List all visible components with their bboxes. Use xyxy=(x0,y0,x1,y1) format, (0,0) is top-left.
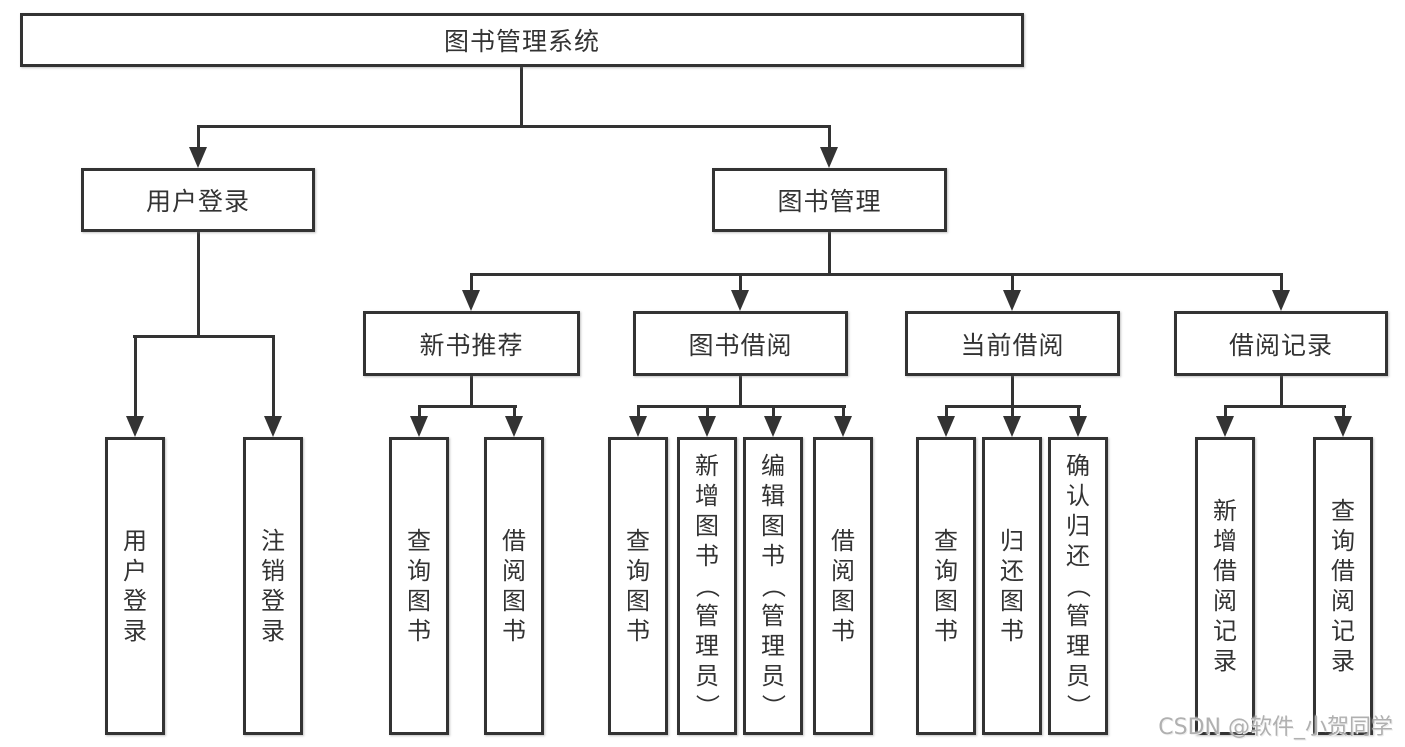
leaf-return-books: 归还图书 xyxy=(982,437,1042,735)
arrow-down-icon xyxy=(1334,416,1352,437)
connector-rail xyxy=(637,405,846,408)
connector-stub xyxy=(197,232,200,338)
node-user-login: 用户登录 xyxy=(81,168,315,232)
connector-stub xyxy=(470,376,473,408)
leaf-borrow-books-borrow: 借阅图书 xyxy=(813,437,873,735)
arrow-down-icon xyxy=(189,147,207,168)
arrow-down-icon xyxy=(1003,290,1021,311)
arrow-down-icon xyxy=(1216,416,1234,437)
leaf-user-login: 用户登录 xyxy=(105,437,165,735)
arrow-down-icon xyxy=(1069,416,1087,437)
connector-stub xyxy=(1011,376,1014,408)
csdn-watermark: CSDN @软件_小贺同学 xyxy=(1158,715,1393,740)
arrow-down-icon xyxy=(731,290,749,311)
node-library-management-system: 图书管理系统 xyxy=(20,13,1024,67)
arrow-down-icon xyxy=(410,416,428,437)
connector-stub xyxy=(828,125,831,151)
connector-stub xyxy=(513,405,516,419)
connector-stub xyxy=(637,405,640,419)
connector-stub xyxy=(1280,273,1283,295)
leaf-logout: 注销登录 xyxy=(243,437,303,735)
connector-rail xyxy=(1224,405,1346,408)
arrow-down-icon xyxy=(834,416,852,437)
connector-stub xyxy=(1342,405,1345,419)
connector-stub xyxy=(1011,405,1014,419)
connector-stub xyxy=(272,335,275,422)
arrow-down-icon xyxy=(820,147,838,168)
connector-level2-rail xyxy=(197,125,831,128)
leaf-borrow-books-newbooks: 借阅图书 xyxy=(484,437,544,735)
leaf-edit-books-admin: 编辑图书（管理员） xyxy=(743,437,803,735)
node-book-borrow: 图书借阅 xyxy=(633,311,848,376)
arrow-down-icon xyxy=(629,416,647,437)
node-current-borrow: 当前借阅 xyxy=(905,311,1120,376)
leaf-query-borrow-record: 查询借阅记录 xyxy=(1313,437,1373,735)
leaf-query-books-current: 查询图书 xyxy=(916,437,976,735)
connector-stub xyxy=(197,125,200,151)
connector-stub xyxy=(1011,273,1014,295)
arrow-down-icon xyxy=(764,416,782,437)
connector-rail xyxy=(133,335,275,338)
node-new-book-recommend: 新书推荐 xyxy=(363,311,580,376)
connector-stub xyxy=(739,376,742,408)
connector-root-stub xyxy=(520,67,523,128)
node-borrow-records: 借阅记录 xyxy=(1174,311,1388,376)
connector-stub xyxy=(772,405,775,419)
arrow-down-icon xyxy=(264,416,282,437)
connector-stub xyxy=(739,273,742,295)
arrow-down-icon xyxy=(505,416,523,437)
arrow-down-icon xyxy=(1003,416,1021,437)
arrow-down-icon xyxy=(1272,290,1290,311)
connector-stub xyxy=(706,405,709,419)
arrow-down-icon xyxy=(126,416,144,437)
connector-rail xyxy=(418,405,517,408)
connector-stub xyxy=(1077,405,1080,419)
arrow-down-icon xyxy=(937,416,955,437)
arrow-down-icon xyxy=(698,416,716,437)
connector-stub xyxy=(828,232,831,276)
leaf-add-books-admin: 新增图书（管理员） xyxy=(677,437,737,735)
node-book-management: 图书管理 xyxy=(712,168,947,232)
leaf-add-borrow-record: 新增借阅记录 xyxy=(1195,437,1255,735)
leaf-query-books-borrow: 查询图书 xyxy=(608,437,668,735)
connector-stub xyxy=(1280,376,1283,408)
connector-stub xyxy=(470,273,473,295)
connector-level3-rail xyxy=(470,273,1283,276)
connector-stub xyxy=(945,405,948,419)
connector-stub xyxy=(842,405,845,419)
connector-stub xyxy=(1224,405,1227,419)
arrow-down-icon xyxy=(462,290,480,311)
leaf-query-books-newbooks: 查询图书 xyxy=(389,437,449,735)
connector-stub xyxy=(134,335,137,422)
connector-stub xyxy=(418,405,421,419)
leaf-confirm-return-admin: 确认归还（管理员） xyxy=(1048,437,1108,735)
